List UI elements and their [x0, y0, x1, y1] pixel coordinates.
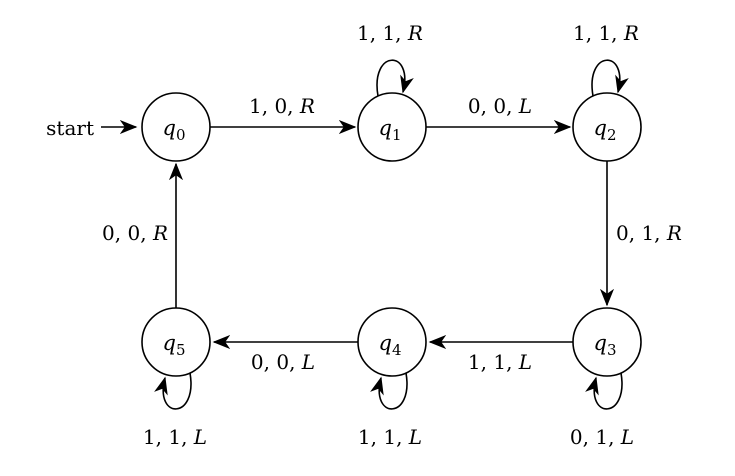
self-loop-label-q2: 1, 1, R [573, 21, 639, 45]
state-q4 [357, 307, 427, 377]
self-loop-label-q1: 1, 1, R [357, 21, 423, 45]
state-label-q0: q0 [163, 116, 186, 144]
edge-label-q1-q2: 0, 0, L [468, 94, 532, 118]
state-label-q2: q2 [594, 116, 617, 144]
state-q1 [357, 92, 427, 162]
self-loop-q3 [585, 372, 623, 410]
state-label-q1: q1 [379, 116, 402, 144]
edge-label-q2-q3: 0, 1, R [616, 221, 682, 245]
state-q3 [572, 307, 642, 377]
self-loop-label-q4: 1, 1, L [358, 425, 422, 449]
state-q5 [141, 307, 211, 377]
self-loop-label-q3: 0, 1, L [570, 425, 634, 449]
state-label-q5: q5 [163, 331, 186, 359]
edge-label-q3-q4: 1, 1, L [468, 350, 532, 374]
self-loop-q5 [154, 372, 192, 410]
self-loop-q2 [591, 59, 629, 97]
state-q2 [572, 92, 642, 162]
self-loop-label-q5: 1, 1, L [143, 425, 207, 449]
self-loop-q1 [376, 59, 414, 97]
state-label-q3: q3 [594, 331, 617, 359]
edge-label-q4-q5: 0, 0, L [251, 350, 315, 374]
state-label-q4: q4 [379, 331, 402, 359]
start-label: start [46, 116, 94, 140]
state-q0 [141, 92, 211, 162]
edge-label-q0-q1: 1, 0, R [249, 94, 315, 118]
self-loop-q4 [370, 372, 408, 410]
edge-label-q5-q0: 0, 0, R [102, 221, 168, 245]
